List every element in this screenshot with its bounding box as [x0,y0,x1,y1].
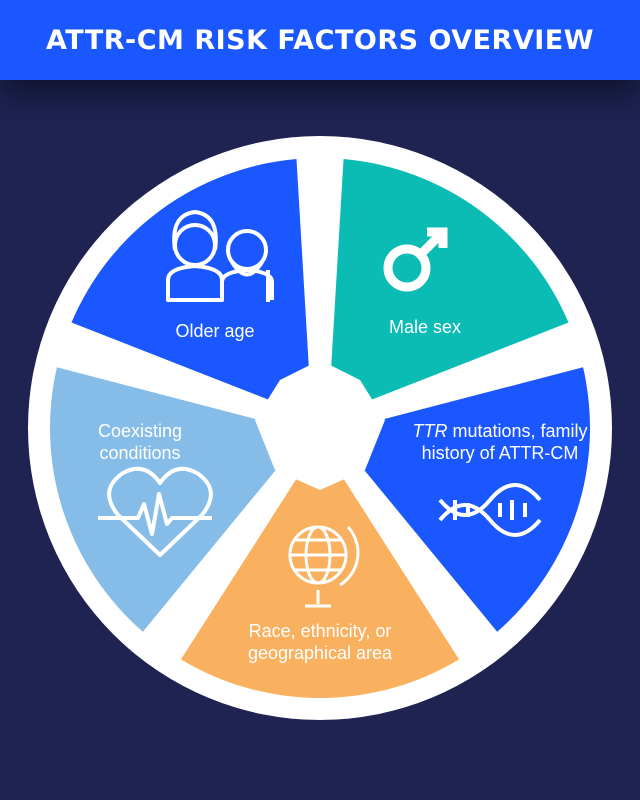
segment-label-male-sex: Male sex [388,317,462,337]
wheel-hub [255,360,385,490]
segment-male-sex [328,159,569,417]
elderly-couple-icon [166,210,274,302]
segment-ttr-mutations [333,367,590,632]
segment-older-age [71,159,312,417]
dna-icon [438,483,542,537]
header-banner: ATTR-CM RISK FACTORS OVERVIEW [0,0,640,80]
heartbeat-icon [98,466,213,557]
segment-coexisting-conditions [49,367,307,632]
globe-icon [288,525,360,608]
ttr-italic: TTR [412,421,448,441]
male-symbol-icon [383,227,448,292]
segment-label-coexisting: Coexisting conditions [97,421,183,463]
segment-label-older-age: Older age [175,321,255,341]
segment-label-ttr: TTR mutations, family history of ATTR-CM [410,420,590,464]
page-title: ATTR-CM RISK FACTORS OVERVIEW [45,24,595,56]
ttr-text: mutations, family history of ATTR-CM [421,421,588,463]
segment-label-race: Race, ethnicity, or geographical area [247,621,393,663]
